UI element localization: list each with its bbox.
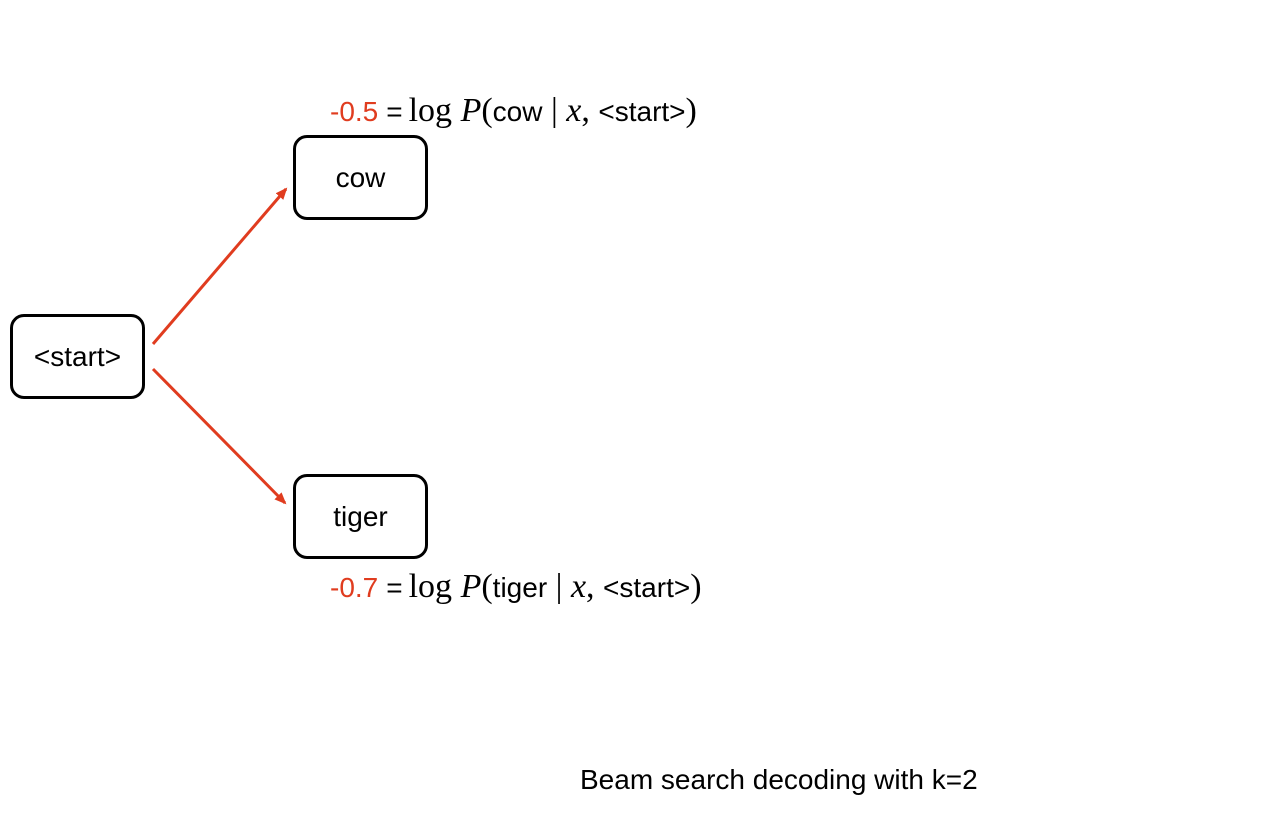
given-bar: | xyxy=(547,568,571,605)
equals-sign: = xyxy=(386,572,403,603)
context-start: <start> xyxy=(603,572,691,603)
score-cow: -0.5 xyxy=(330,96,379,127)
input-x: x xyxy=(566,92,582,129)
node-start: <start> xyxy=(10,314,145,399)
diagram-caption: Beam search decoding with k=2 xyxy=(580,764,978,795)
edge-start-to-tiger xyxy=(151,367,287,505)
prob-symbol: P xyxy=(460,92,482,129)
context-start: <start> xyxy=(598,96,686,127)
equals-sign: = xyxy=(386,96,403,127)
node-tiger: tiger xyxy=(293,474,428,559)
log-operator: log xyxy=(408,568,453,605)
node-start-label: <start> xyxy=(33,340,122,372)
close-paren: ) xyxy=(685,92,697,129)
log-operator: log xyxy=(408,92,453,129)
log-prob-expression: log P(cow | x, <start>) xyxy=(409,92,697,129)
token-tiger: tiger xyxy=(492,572,548,603)
open-paren: ( xyxy=(481,92,493,129)
prob-symbol: P xyxy=(460,568,482,605)
token-cow: cow xyxy=(492,96,543,127)
log-prob-expression: log P(tiger | x, <start>) xyxy=(409,568,702,605)
open-paren: ( xyxy=(481,568,493,605)
close-paren: ) xyxy=(690,568,702,605)
node-cow: cow xyxy=(293,135,428,220)
comma: , xyxy=(586,568,604,605)
comma: , xyxy=(581,92,599,129)
formula-tiger: -0.7=log P(tiger | x, <start>) xyxy=(330,570,702,604)
given-bar: | xyxy=(542,92,567,129)
input-x: x xyxy=(570,568,587,605)
node-tiger-label: tiger xyxy=(333,500,388,532)
edge-start-to-cow xyxy=(151,187,288,345)
formula-cow: -0.5=log P(cow | x, <start>) xyxy=(330,94,697,128)
score-tiger: -0.7 xyxy=(330,572,379,603)
node-cow-label: cow xyxy=(335,161,386,193)
